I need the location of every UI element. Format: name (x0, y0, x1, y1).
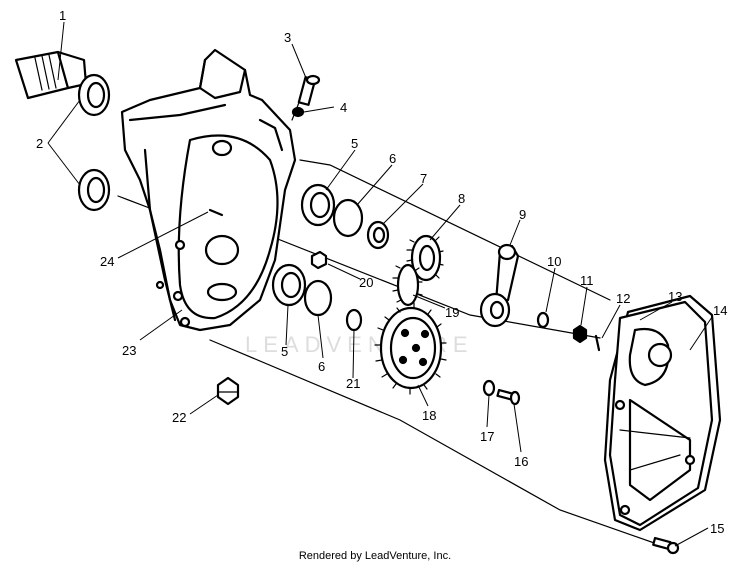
leader-lines (47, 21, 713, 547)
part-washer-17 (482, 379, 496, 397)
part-screw-16 (496, 388, 521, 406)
part-drain-plug (216, 376, 240, 406)
part-seal-lower (77, 168, 111, 212)
footer-credit: Rendered by LeadVenture, Inc. (298, 550, 452, 562)
part-chain-case-cover (608, 300, 714, 527)
callout-labels: 1 2 3 4 5 6 7 8 9 10 11 12 13 14 15 16 1… (36, 8, 727, 536)
part-cover-gasket (603, 294, 722, 532)
callout-23: 23 (122, 343, 136, 358)
part-seal-upper (77, 73, 111, 117)
part-cotter-pin (594, 334, 601, 352)
callout-8: 8 (458, 191, 465, 206)
part-bearing-upper (300, 183, 336, 227)
part-washer-top (291, 106, 305, 118)
part-bolt-top (297, 74, 321, 106)
callout-4: 4 (340, 100, 347, 115)
part-bearing-lower (271, 263, 307, 307)
callout-14: 14 (713, 303, 727, 318)
part-gear-large (374, 302, 447, 395)
callout-24: 24 (100, 254, 114, 269)
part-washer-10 (536, 311, 550, 329)
callout-21: 21 (346, 376, 360, 391)
callout-3: 3 (284, 30, 291, 45)
callout-11: 11 (580, 273, 594, 288)
callout-6-lower: 6 (318, 359, 325, 374)
callout-5-lower: 5 (281, 344, 288, 359)
part-nut-small (310, 250, 328, 270)
callout-2: 2 (36, 136, 43, 151)
part-snap-ring-upper (332, 198, 364, 238)
callout-13: 13 (668, 289, 682, 304)
callout-6: 6 (389, 151, 396, 166)
callout-15: 15 (710, 521, 724, 536)
callout-5: 5 (351, 136, 358, 151)
part-gear-small (406, 234, 444, 282)
callout-20: 20 (359, 275, 373, 290)
callout-7: 7 (420, 171, 427, 186)
callout-10: 10 (547, 254, 561, 269)
part-spacer (366, 220, 390, 250)
callout-18: 18 (422, 408, 436, 423)
part-ring-small (345, 308, 363, 332)
callout-19: 19 (445, 305, 459, 320)
part-gear-housing (120, 48, 297, 332)
part-snap-ring-lower (303, 279, 333, 317)
part-input-shaft (14, 50, 88, 100)
part-dowel-pin (208, 208, 224, 217)
callout-17: 17 (480, 429, 494, 444)
callout-1: 1 (59, 8, 66, 23)
callout-12: 12 (616, 291, 630, 306)
callout-9: 9 (519, 207, 526, 222)
part-tensioner-arm (479, 243, 520, 328)
callout-16: 16 (514, 454, 528, 469)
callout-22: 22 (172, 410, 186, 425)
part-nut-11 (572, 324, 588, 344)
